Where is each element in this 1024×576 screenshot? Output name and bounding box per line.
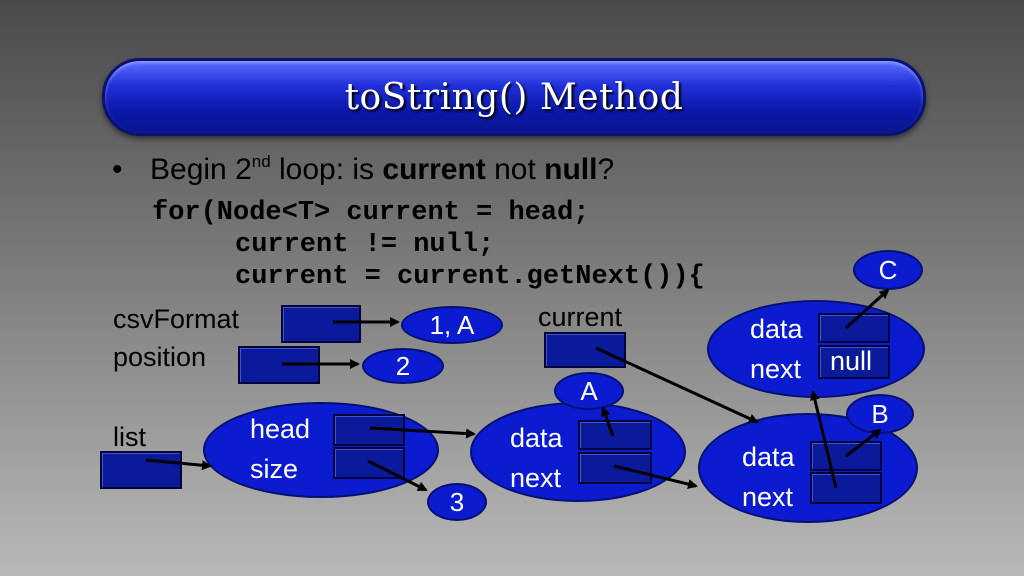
- list-ref-box: [100, 451, 182, 489]
- arrow-current: [595, 346, 759, 424]
- position-label: position: [113, 342, 207, 372]
- list-label: list: [113, 422, 146, 452]
- arrow-size: [367, 459, 428, 492]
- node-2-data-oval: B: [846, 394, 914, 434]
- current-label: current: [538, 302, 623, 332]
- csv-value-oval: 1, A: [401, 306, 503, 344]
- node-2-data-label: data: [742, 442, 795, 472]
- node-1-next-box: [578, 452, 652, 484]
- slide-title: toString() Method: [344, 76, 684, 118]
- node-1-next-label: next: [510, 463, 562, 493]
- node-1-data-box: [578, 420, 652, 450]
- size-value-oval: 3: [427, 483, 487, 521]
- arrow-node2-data: [845, 428, 882, 458]
- node-1-data-label: data: [510, 423, 563, 453]
- code-line-2: current != null;: [235, 230, 495, 260]
- arrow-list: [145, 458, 212, 471]
- node-3-next-box: [818, 345, 890, 379]
- head-label: head: [250, 414, 311, 444]
- arrow-head: [369, 426, 476, 439]
- node-3-data-box: [818, 313, 890, 343]
- node-1-data-oval: A: [554, 372, 624, 410]
- current-ref-box: [544, 332, 626, 368]
- bullet-line: •Begin 2nd loop: is current not null?: [112, 152, 615, 186]
- null-label: null: [830, 346, 873, 376]
- node-2-next-label: next: [742, 482, 794, 512]
- node-3-data-oval: C: [853, 250, 923, 290]
- bullet-icon: •: [112, 153, 123, 186]
- arrow-node3-data: [844, 288, 890, 330]
- csvformat-label: csvFormat: [113, 304, 240, 334]
- arrow-node1-next: [613, 464, 698, 489]
- size-label: size: [250, 454, 299, 484]
- arrow-node2-next: [810, 390, 838, 489]
- code-line-1: for(Node<T> current = head;: [152, 198, 590, 228]
- title-banner: toString() Method: [102, 58, 926, 136]
- code-line-3: current = current.getNext()){: [235, 262, 705, 292]
- node-2-next-box: [810, 472, 882, 504]
- node-3-next-label: next: [750, 354, 802, 384]
- csvformat-ref-box: [281, 305, 361, 343]
- arrow-node1-data: [600, 406, 615, 437]
- position-value-oval: 2: [362, 348, 444, 384]
- node-3-data-label: data: [750, 314, 803, 344]
